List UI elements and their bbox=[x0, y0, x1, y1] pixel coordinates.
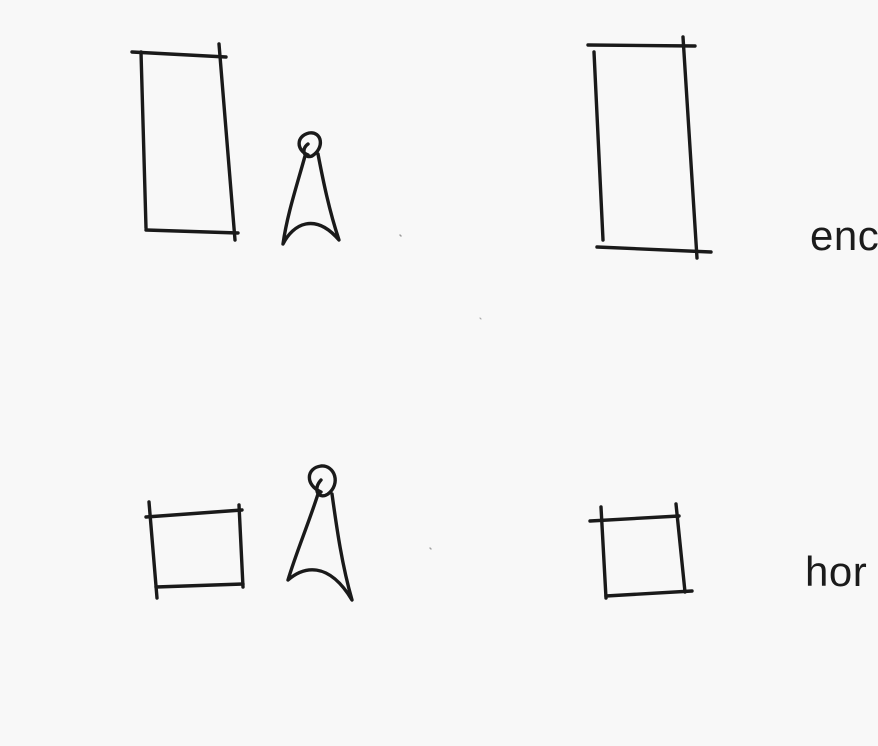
short-rectangle-right bbox=[590, 504, 692, 598]
tall-rectangle-left bbox=[132, 44, 238, 240]
person-figure-top bbox=[283, 133, 339, 244]
short-rectangle-left bbox=[146, 502, 243, 598]
person-figure-bottom bbox=[288, 466, 352, 600]
label-bottom: hor bbox=[805, 548, 867, 596]
paper-specks bbox=[400, 235, 481, 549]
tall-rectangle-right bbox=[588, 37, 711, 258]
label-top: enc bbox=[810, 212, 878, 260]
